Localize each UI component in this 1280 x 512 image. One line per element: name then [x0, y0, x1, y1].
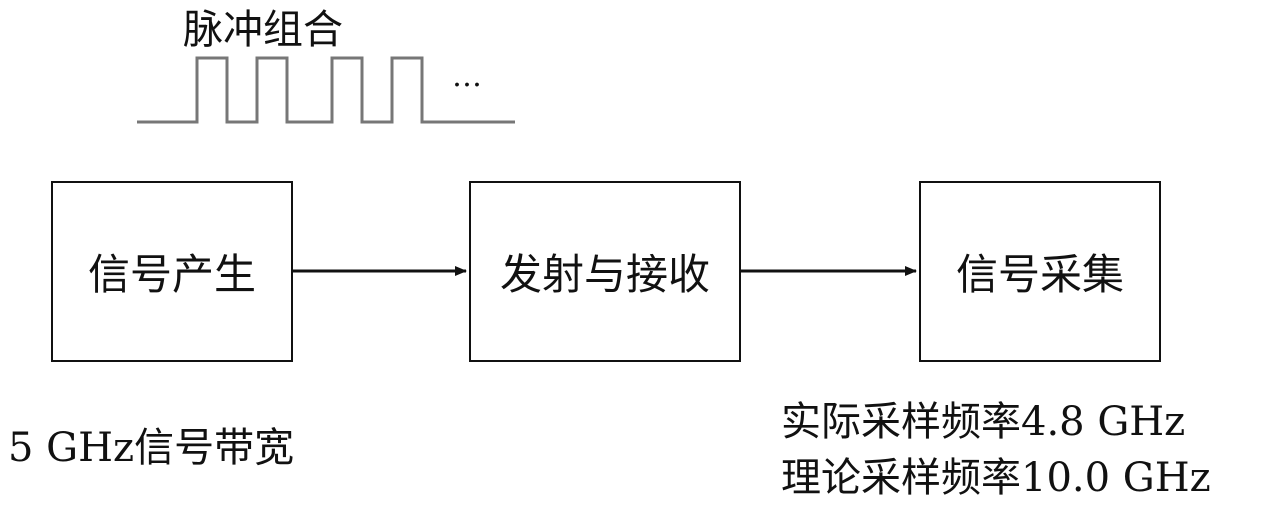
- block-transmit-receive-label: 发射与接收: [499, 250, 710, 299]
- pulse-train-label: 脉冲组合: [183, 7, 343, 53]
- block-signal-generation: 信号产生: [51, 181, 293, 362]
- block-signal-acquisition-label: 信号采集: [955, 250, 1124, 299]
- pulse-train-waveform: [137, 56, 515, 124]
- theoretical-sampling-rate-annotation: 理论采样频率10.0 GHz: [781, 455, 1211, 501]
- pulse-continuation-ellipsis: …: [452, 59, 482, 94]
- block-signal-acquisition: 信号采集: [919, 181, 1161, 362]
- block-signal-generation-label: 信号产生: [87, 250, 256, 299]
- block-transmit-receive: 发射与接收: [469, 181, 741, 362]
- actual-sampling-rate-annotation: 实际采样频率4.8 GHz: [781, 399, 1186, 445]
- bandwidth-annotation: 5 GHz信号带宽: [8, 425, 295, 471]
